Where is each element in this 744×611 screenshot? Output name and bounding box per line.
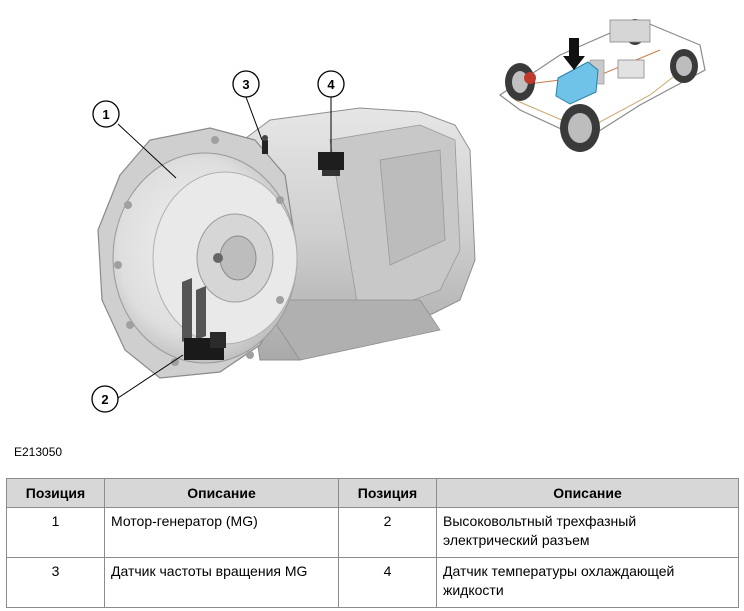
callout-1-label: 1 <box>102 107 109 122</box>
description-cell: Высоковольтный трехфазный электрический … <box>436 507 739 558</box>
figure-graphics: 1 2 3 4 <box>91 19 706 413</box>
table-row: 3 Датчик частоты вращения MG 4 Датчик те… <box>6 557 739 608</box>
header-position-1: Позиция <box>6 478 105 508</box>
callout-3-label: 3 <box>242 77 249 92</box>
transmission-illustration <box>97 107 476 379</box>
position-cell: 1 <box>6 507 105 558</box>
callout-4-label: 4 <box>327 77 335 92</box>
figure: 1 2 3 4 <box>91 19 706 413</box>
legend-table: Позиция Описание Позиция Описание 1 Мото… <box>6 478 739 608</box>
header-description-1: Описание <box>104 478 339 508</box>
table-row: 1 Мотор-генератор (MG) 2 Высоковольтный … <box>6 507 739 558</box>
figure-code: E213050 <box>14 445 63 459</box>
vehicle-locator-illustration <box>498 19 706 152</box>
position-cell: 2 <box>338 507 437 558</box>
callout-1: 1 <box>92 100 120 128</box>
legend-header-row: Позиция Описание Позиция Описание <box>6 478 739 508</box>
callout-2: 2 <box>91 385 119 413</box>
header-position-2: Позиция <box>338 478 437 508</box>
description-cell: Датчик частоты вращения MG <box>104 557 339 608</box>
position-cell: 3 <box>6 557 105 608</box>
callout-2-label: 2 <box>101 392 108 407</box>
position-cell: 4 <box>338 557 437 608</box>
location-arrow-icon <box>563 38 585 70</box>
callout-4: 4 <box>317 70 345 98</box>
callout-leaders <box>117 96 332 399</box>
description-cell: Датчик температуры охлаждающей жидкости <box>436 557 739 608</box>
header-description-2: Описание <box>436 478 739 508</box>
description-cell: Мотор-генератор (MG) <box>104 507 339 558</box>
callout-3: 3 <box>232 70 260 98</box>
